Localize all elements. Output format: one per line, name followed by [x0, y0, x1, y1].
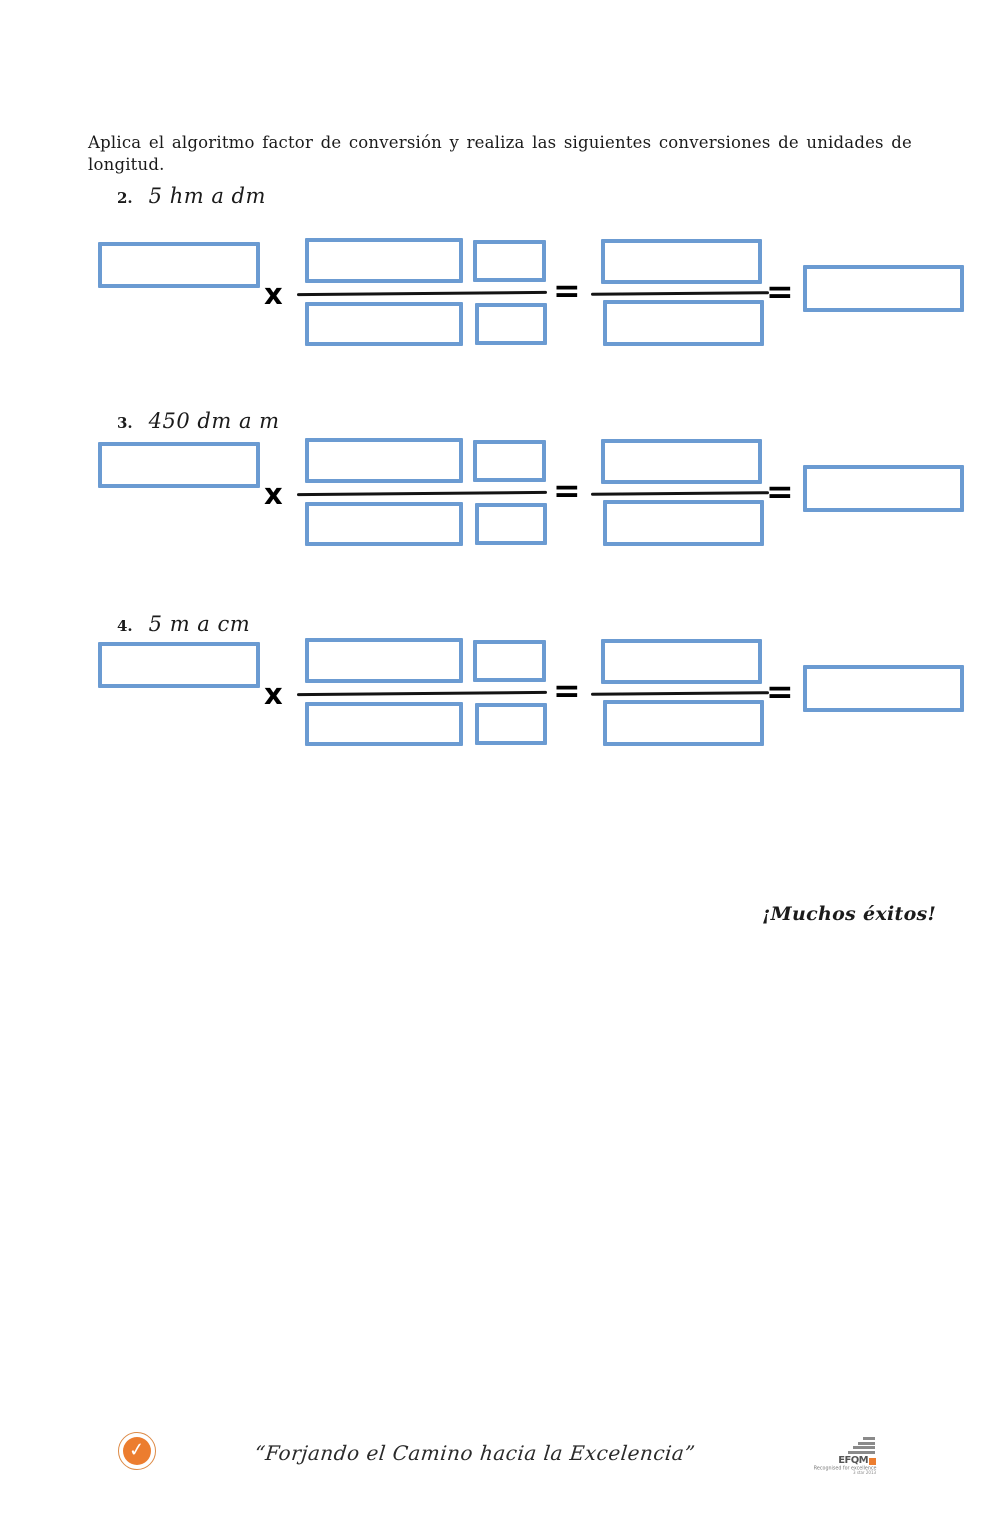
final-result-box[interactable]	[803, 465, 964, 512]
start-value-box[interactable]	[98, 642, 260, 688]
factor-numerator-unit-box[interactable]	[473, 440, 546, 482]
exercise-2-text: 5 hm a dm	[148, 184, 266, 208]
factor-numerator-box[interactable]	[305, 238, 463, 283]
instructions-paragraph: Aplica el algoritmo factor de conversión…	[88, 132, 912, 174]
efqm-subline: 3 star 2013	[852, 1470, 876, 1475]
efqm-name: EFQM	[838, 1455, 868, 1466]
exercise-2-number: 2.	[117, 189, 133, 207]
school-seal-logo: ✓	[118, 1432, 156, 1470]
exercise-3-row: x = =	[0, 438, 1000, 553]
result-numerator-box[interactable]	[601, 639, 762, 684]
fraction-line	[296, 290, 548, 297]
efqm-orange-square-icon	[869, 1457, 876, 1465]
multiply-sign: x	[264, 477, 283, 511]
factor-numerator-box[interactable]	[305, 638, 463, 683]
factor-denominator-unit-box[interactable]	[475, 303, 547, 345]
factor-numerator-unit-box[interactable]	[473, 640, 546, 682]
exercise-3-number: 3.	[117, 414, 133, 432]
factor-numerator-box[interactable]	[305, 438, 463, 483]
fraction-line	[296, 490, 548, 497]
result-denominator-box[interactable]	[603, 300, 764, 346]
efqm-name-row: EFQM	[838, 1456, 876, 1466]
equals-sign: =	[553, 271, 581, 310]
closing-message: ¡Muchos éxitos!	[762, 903, 937, 925]
final-result-box[interactable]	[803, 665, 964, 712]
equals-sign: =	[766, 472, 794, 511]
efqm-logo: EFQM Recognised for excellence 3 star 20…	[813, 1437, 882, 1483]
equals-sign: =	[553, 471, 581, 510]
exercise-4-label: 4. 5 m a cm	[117, 612, 250, 636]
factor-numerator-unit-box[interactable]	[473, 240, 546, 282]
multiply-sign: x	[264, 677, 283, 711]
fraction-line	[590, 691, 770, 696]
factor-denominator-unit-box[interactable]	[475, 703, 547, 745]
equals-sign: =	[766, 272, 794, 311]
equals-sign: =	[766, 672, 794, 711]
result-numerator-box[interactable]	[601, 239, 762, 284]
exercise-3-text: 450 dm a m	[148, 409, 280, 433]
start-value-box[interactable]	[98, 242, 260, 288]
result-denominator-box[interactable]	[603, 500, 764, 546]
efqm-bars-icon	[848, 1437, 875, 1455]
factor-denominator-box[interactable]	[305, 302, 463, 346]
fraction-line	[590, 291, 770, 296]
result-denominator-box[interactable]	[603, 700, 764, 746]
exercise-2-label: 2. 5 hm a dm	[117, 184, 266, 208]
exercise-2-row: x = =	[0, 238, 1000, 353]
exercise-3-label: 3. 450 dm a m	[117, 409, 280, 433]
equals-sign: =	[553, 671, 581, 710]
efqm-tagline: Recognised for excellence	[813, 1465, 876, 1471]
start-value-box[interactable]	[98, 442, 260, 488]
result-numerator-box[interactable]	[601, 439, 762, 484]
fraction-line	[296, 690, 548, 697]
multiply-sign: x	[264, 277, 283, 311]
exercise-4-row: x = =	[0, 638, 1000, 753]
footer-motto: “Forjando el Camino hacia la Excelencia”	[253, 1441, 697, 1465]
fraction-line	[590, 491, 770, 496]
final-result-box[interactable]	[803, 265, 964, 312]
factor-denominator-unit-box[interactable]	[475, 503, 547, 545]
factor-denominator-box[interactable]	[305, 702, 463, 746]
exercise-4-text: 5 m a cm	[148, 612, 251, 636]
factor-denominator-box[interactable]	[305, 502, 463, 546]
exercise-4-number: 4.	[117, 617, 133, 635]
seal-core: ✓	[123, 1437, 151, 1465]
